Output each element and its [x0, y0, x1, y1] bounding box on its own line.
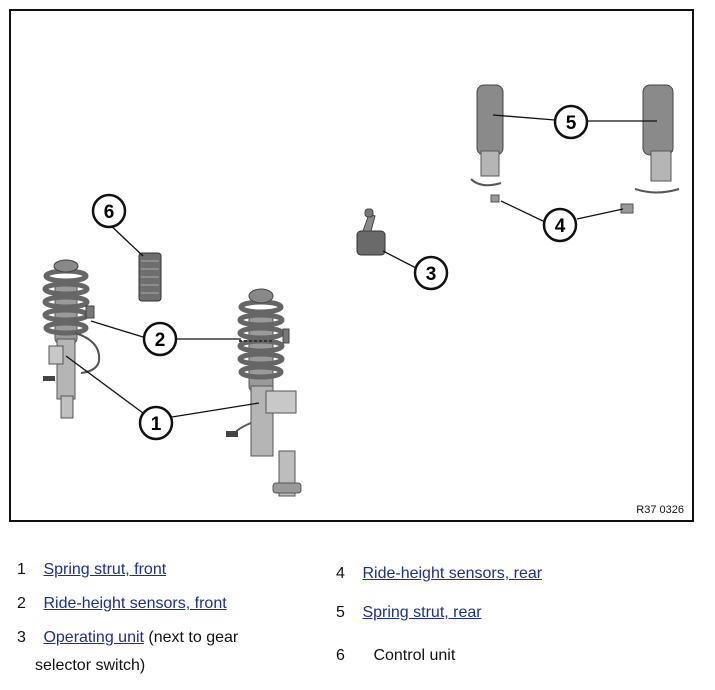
legend-item-3-continued: selector switch): [35, 656, 145, 676]
rear-spring-strut-left: [470, 84, 504, 187]
legend-item-6: 6 Control unit: [336, 646, 455, 666]
legend-number: 1: [17, 561, 26, 578]
svg-text:6: 6: [104, 202, 115, 223]
components-drawing: 1 2 3 4 5 6: [42, 84, 680, 497]
operating-unit-drawing: [356, 208, 386, 256]
callout-4: 4: [542, 207, 578, 243]
callout-3: 3: [413, 255, 449, 291]
spring-strut-rear-link[interactable]: Spring strut, rear: [362, 604, 482, 621]
front-spring-strut-right: [226, 288, 302, 497]
callout-5: 5: [553, 104, 589, 140]
rear-spring-strut-right: [634, 84, 680, 194]
legend-number: 6: [336, 647, 345, 664]
ride-height-sensors-front-link[interactable]: Ride-height sensors, front: [43, 595, 227, 612]
rear-ride-height-sensors-drawing: [490, 194, 634, 214]
callout-2: 2: [142, 321, 178, 357]
legend-note: (next to gear: [143, 629, 239, 646]
svg-text:2: 2: [155, 330, 166, 351]
legend-number: 2: [17, 595, 26, 612]
svg-text:5: 5: [566, 113, 577, 134]
svg-text:1: 1: [151, 414, 162, 435]
leader-lines: [65, 114, 657, 418]
callout-1: 1: [138, 405, 174, 441]
legend-number: 3: [17, 629, 26, 646]
ride-height-sensors-rear-link[interactable]: Ride-height sensors, rear: [362, 565, 543, 582]
legend-item-2: 2 Ride-height sensors, front: [17, 594, 227, 614]
legend-item-3: 3 Operating unit (next to gear: [17, 628, 238, 648]
legend-item-4: 4 Ride-height sensors, rear: [336, 564, 542, 584]
figure-code: R37 0326: [636, 504, 684, 516]
control-unit-label: Control unit: [373, 647, 456, 664]
operating-unit-link[interactable]: Operating unit: [43, 629, 144, 646]
svg-text:3: 3: [426, 264, 437, 285]
spring-strut-front-link[interactable]: Spring strut, front: [43, 561, 167, 578]
legend-number: 5: [336, 604, 345, 621]
front-spring-strut-left: [42, 259, 101, 419]
diagram-figure: 1 2 3 4 5 6 R37 0326: [9, 9, 694, 522]
legend-number: 4: [336, 565, 345, 582]
callout-6: 6: [91, 193, 127, 229]
svg-text:4: 4: [555, 216, 566, 237]
legend-item-1: 1 Spring strut, front: [17, 560, 166, 580]
legend-note-continued: selector switch): [35, 657, 146, 674]
control-unit-drawing: [138, 252, 162, 302]
legend-item-5: 5 Spring strut, rear: [336, 603, 482, 623]
